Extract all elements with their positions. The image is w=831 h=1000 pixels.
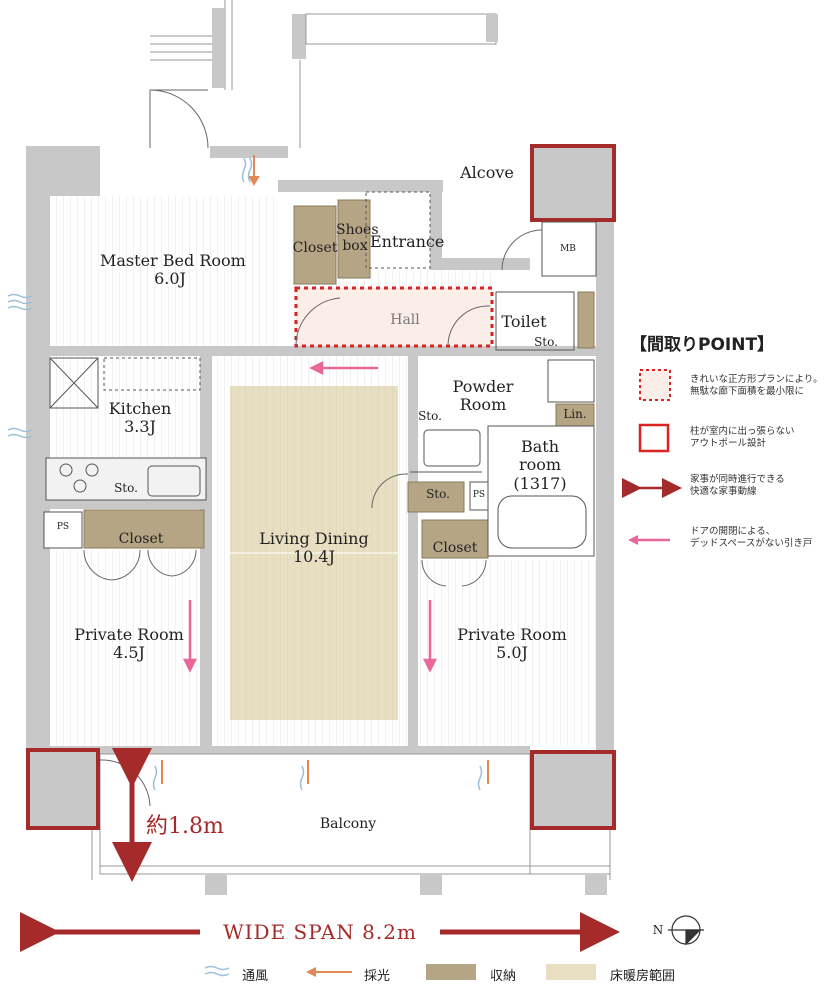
daylight-label: 採光 xyxy=(364,969,391,984)
balcony-label: Balcony xyxy=(319,816,377,832)
storage-swatch-icon xyxy=(426,964,476,980)
linen-label: Lin. xyxy=(563,407,587,421)
compass-label: N xyxy=(652,923,664,937)
sto-powder-label: Sto. xyxy=(418,409,442,423)
legend-title: 【間取りPOINT】 xyxy=(630,335,775,355)
building-corridor xyxy=(149,0,498,149)
ps-left-label: PS xyxy=(56,522,70,532)
hall-highlight xyxy=(294,286,494,348)
closet-master-label: Closet xyxy=(292,240,338,256)
legend-item-3: 家事が同時進行できる快適な家事動線 xyxy=(690,474,785,497)
legend-red-square-icon xyxy=(638,423,670,453)
closet-kitchen-label: Closet xyxy=(118,531,164,547)
floor-heating-label: 床暖房範囲 xyxy=(610,969,676,984)
wide-span-label: WIDE SPAN 8.2m xyxy=(200,920,440,944)
balcony-depth-label: 約1.8m xyxy=(146,814,224,839)
ventilation-icon xyxy=(204,965,230,977)
toilet-label: Toilet xyxy=(501,312,547,331)
daylight-icon xyxy=(306,967,352,977)
outpole-pillars xyxy=(26,144,616,830)
alcove-label: Alcove xyxy=(460,163,514,182)
legend-pink-arrow-icon xyxy=(628,535,670,545)
legend-item-1: きれいな正方形プランにより。無駄な廊下面積を最小限に xyxy=(690,374,823,397)
entrance-label: Entrance xyxy=(370,232,445,251)
legend-item-2: 柱が室内に出っ張らないアウトポール設計 xyxy=(690,426,795,449)
doors xyxy=(83,229,543,807)
legend-dotted-square-icon xyxy=(639,369,671,401)
sliding-door-arrows xyxy=(182,360,438,673)
legend-item-4: ドアの開閉による、デッドスペースがない引き戸 xyxy=(690,526,813,549)
wind-marks xyxy=(7,157,483,791)
storage-label: 収納 xyxy=(490,969,517,984)
fixtures xyxy=(43,191,597,557)
ventilation-label: 通風 xyxy=(242,969,269,984)
closet-right-label: Closet xyxy=(432,540,478,556)
daylight-arrows xyxy=(161,155,489,784)
sto-toilet-label: Sto. xyxy=(534,335,558,349)
hall-label: Hall xyxy=(390,312,420,328)
sto-kitchen-label: Sto. xyxy=(114,481,138,495)
floor-heating-swatch-icon xyxy=(546,964,596,980)
bottom-legend-icons xyxy=(204,964,596,980)
storage-blocks xyxy=(83,199,595,559)
legend-icons xyxy=(622,369,682,545)
ps-right-label: PS xyxy=(472,490,486,500)
compass-icon xyxy=(668,915,704,946)
mb-label: MB xyxy=(560,244,576,254)
sto-hall-label: Sto. xyxy=(426,487,450,501)
